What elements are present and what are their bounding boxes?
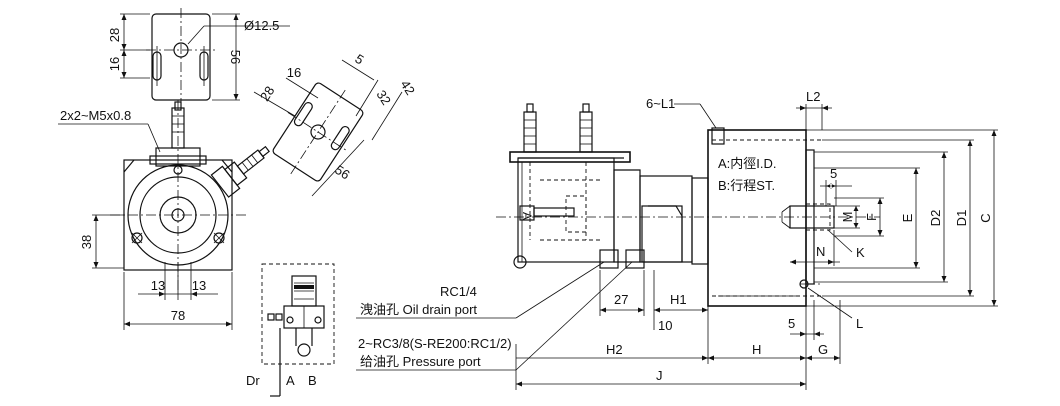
- hydraulic-schematic: [261, 263, 335, 397]
- rc38-label: 2~RC3/8(S-RE200:RC1/2): [358, 336, 512, 351]
- dim-h-label: H: [752, 342, 761, 357]
- dim-10-label: 10: [658, 318, 672, 333]
- dim-5-bottom-label: 5: [788, 316, 795, 331]
- dim-38-label: 38: [79, 235, 94, 249]
- oil-drain-label: 洩油孔 Oil drain port: [360, 302, 477, 317]
- rc14-label: RC1/4: [440, 284, 477, 299]
- dim-n-label: N: [816, 244, 825, 259]
- rot-dim-32-label: 32: [374, 87, 394, 107]
- dim-28-label: 28: [107, 28, 122, 42]
- dim-e-label: E: [900, 213, 915, 222]
- dim-13b-label: 13: [192, 278, 206, 293]
- rotated-valve-dims: [253, 59, 403, 197]
- top-valve-view: [120, 8, 290, 106]
- dim-h2-label: H2: [606, 342, 623, 357]
- dim-dia-12-5-label: Ø12.5: [244, 18, 279, 33]
- dim-l-label: L: [856, 316, 863, 331]
- dim-13a-label: 13: [151, 278, 165, 293]
- rot-dim-42-label: 42: [398, 77, 418, 97]
- pressure-port-label: 给油孔 Pressure port: [360, 354, 481, 369]
- dim-f-label: F: [864, 213, 879, 221]
- dim-78-label: 78: [171, 308, 185, 323]
- dim-j-label: J: [656, 368, 663, 383]
- rot-dim-28-label: 28: [257, 83, 277, 103]
- side-view-dims: [356, 103, 998, 390]
- port-a-label: A: [286, 373, 295, 388]
- inner-a-label: A: [520, 212, 534, 220]
- dim-c-label: C: [978, 213, 993, 222]
- note-stroke: B:行程ST.: [718, 178, 775, 193]
- dim-l2-label: L2: [806, 89, 820, 104]
- rotated-valve-view: [272, 82, 364, 182]
- rot-dim-5-label: 5: [352, 51, 366, 68]
- bolt-6-l1-label: 6~L1: [646, 96, 675, 111]
- dim-16-label: 16: [107, 57, 122, 71]
- dim-m-label: M: [840, 212, 855, 223]
- thread-m5-label: 2x2~M5x0.8: [60, 108, 131, 123]
- dim-h1-label: H1: [670, 292, 687, 307]
- port-dr-label: Dr: [246, 373, 260, 388]
- dim-27-label: 27: [614, 292, 628, 307]
- dim-56-label: 56: [228, 50, 243, 64]
- port-b-label: B: [308, 373, 317, 388]
- note-inner-diameter: A:内徑I.D.: [718, 156, 777, 171]
- dim-5-top-label: 5: [830, 166, 837, 181]
- dim-d2-label: D2: [928, 210, 943, 227]
- rot-dim-56-label: 56: [332, 162, 352, 182]
- rot-dim-16-label: 16: [287, 65, 301, 80]
- dim-k-label: K: [856, 245, 865, 260]
- front-end-view: [58, 100, 270, 330]
- side-view-assembly: A: [496, 103, 880, 307]
- dim-g-label: G: [818, 342, 828, 357]
- dim-d1-label: D1: [954, 210, 969, 227]
